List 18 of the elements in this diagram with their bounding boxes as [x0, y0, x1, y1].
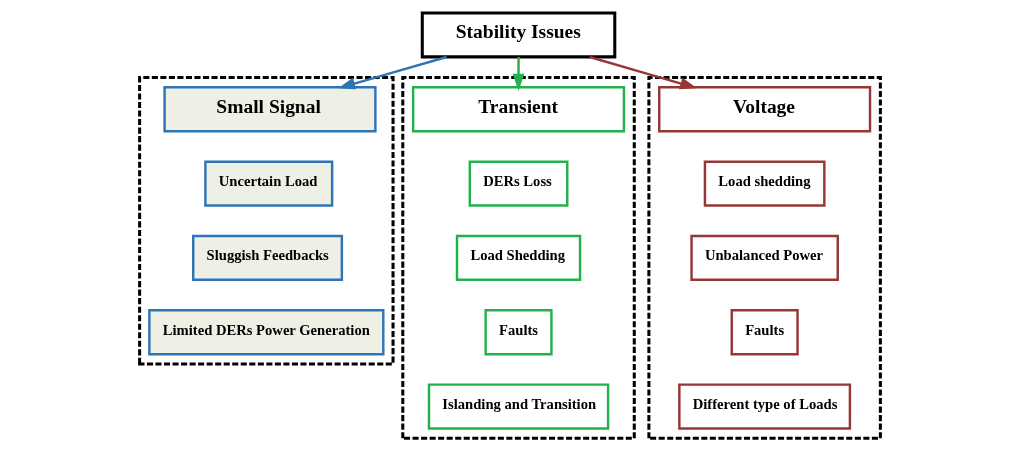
- node-box: Small Signal: [162, 86, 377, 133]
- node-box: Islanding and Transition: [427, 383, 609, 430]
- node-box: Load shedding: [703, 160, 826, 207]
- node-box: Transient: [411, 86, 625, 133]
- node-box: Limited DERs Power Generation: [147, 309, 384, 356]
- node-box: Load Shedding: [455, 234, 581, 282]
- node-box: Voltage: [657, 86, 871, 133]
- node-box: Faults: [483, 309, 553, 356]
- node-box: Faults: [730, 309, 799, 356]
- cluster: [400, 76, 636, 440]
- node-box: Uncertain Load: [203, 160, 333, 207]
- node-box: Unbalanced Power: [689, 234, 839, 282]
- node-box: DERs Loss: [468, 160, 568, 207]
- arrow: [337, 55, 447, 90]
- node-box: Different type of Loads: [677, 383, 851, 430]
- node-box: Sluggish Feedbacks: [191, 234, 343, 282]
- node-box: Stability Issues: [420, 11, 616, 59]
- arrow: [512, 56, 524, 91]
